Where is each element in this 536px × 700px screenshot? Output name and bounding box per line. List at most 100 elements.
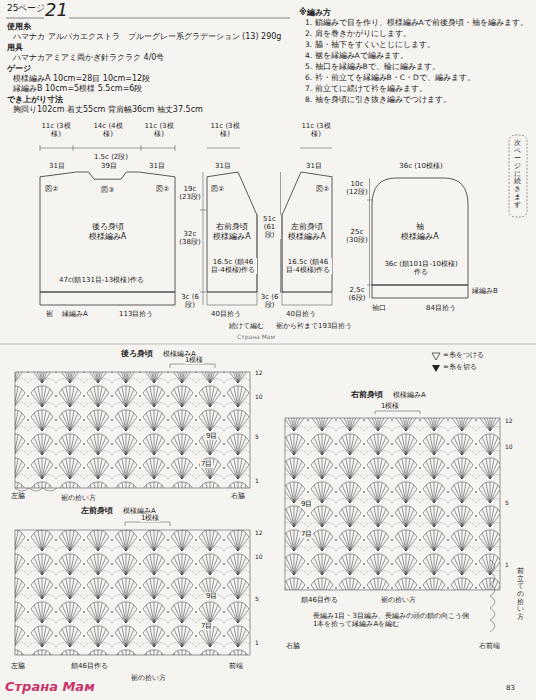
label-text: 9目 (205, 432, 218, 440)
label-text: 3c (6段) (178, 293, 202, 309)
label-text: 後ろ身頃 (120, 349, 154, 358)
legend-text: =糸を切る (442, 363, 478, 371)
label-text: 31目 (214, 162, 232, 170)
label-text: 84目拾う (425, 304, 457, 312)
label-text: 36c (鎖101目-10模様)作る (380, 260, 462, 276)
garment-piece: 袖口縁編みB (372, 285, 468, 298)
label-text: 1 (504, 562, 510, 569)
label-text: 図② (44, 185, 59, 193)
label-text: 5 (254, 434, 260, 441)
label-text: 31目 (305, 162, 323, 170)
label-text: 模様編みA (392, 391, 427, 399)
label-text: 21 (44, 0, 69, 21)
label-text: 10 (504, 444, 514, 451)
label-text: 19c (23段) (178, 185, 202, 201)
label-text: 7. 前立てに続けて衿を編みます。 (304, 85, 428, 94)
label-text: 51c (61段) (258, 215, 281, 239)
label-text: 40目拾う (285, 310, 317, 318)
label-text: 113目拾う (118, 310, 154, 318)
piece-name: 左前身頃 (291, 222, 323, 232)
label-text: 右前端 (478, 642, 501, 650)
label-text: 25ページ (6, 3, 46, 13)
label-text: 6. 衿・前立てを縁編みB・C・Dで、編みます。 (304, 74, 476, 83)
label-text: 左前身頃 (80, 506, 114, 515)
garment-piece: 裾縁編みA (40, 292, 175, 305)
label-text: 31目 (148, 162, 166, 170)
label-text: 11c (3模様) (300, 122, 332, 138)
label-text: 裾の拾い方 (380, 596, 417, 604)
label-text: 2.5c (6段) (345, 286, 369, 302)
label-text: 裾の拾い方 (60, 494, 97, 502)
label-text: 1 (254, 478, 260, 485)
label-text: 31目 (48, 162, 66, 170)
label-text: 7目 (200, 622, 213, 630)
label-text: 裾の拾い方 (130, 674, 167, 682)
label-text: 模様編みA 10cm=28目 10cm=12段 (12, 74, 151, 83)
label-text: 裾から衿まで193目拾う (275, 322, 353, 330)
label-text: 1 (254, 640, 260, 647)
label-text: でき上がり寸法 (6, 95, 64, 104)
label-text: 9目 (205, 592, 218, 600)
label-text: ゲージ (6, 64, 32, 73)
stitch-name: 模様編みA (213, 232, 250, 242)
label-text: 長編み1目・3目編み、長編みの頭の鎖の向こう側1本を拾って縁編みAを編む (312, 612, 474, 628)
watermark: Страна Мам (236, 334, 276, 341)
label-text: 8. 袖を身頃に引き抜き編みでつけます。 (304, 96, 452, 105)
label-text: 1模様 (184, 356, 204, 364)
label-text: 図② (155, 185, 170, 193)
label-text: 12 (254, 530, 264, 537)
label-text: 5 (254, 596, 260, 603)
label-text: 47c(鎖131目-13模様)作る (58, 276, 145, 284)
stitch-name: 縁編みB (472, 287, 498, 295)
label-text: 10c (12段) (345, 180, 369, 196)
label-text: 25c (30段) (345, 228, 369, 244)
label-text: 続けて編む (228, 322, 265, 330)
label-text: 用具 (6, 43, 24, 52)
label-text: 右脇 (230, 492, 246, 500)
label-text: 縁編みB 10cm=5模様 5.5cm=6段 (12, 84, 143, 93)
piece-name: 袖 (416, 222, 424, 232)
piece-name: 右前身頃 (216, 222, 248, 232)
label-text: 11c (3模様) (40, 122, 72, 138)
legend-text: =糸をつける (442, 351, 485, 359)
label-text: 3. 脇・袖下をすくいとじにします。 (304, 41, 436, 50)
label-text: 鎖46目作る (300, 596, 339, 604)
label-text: ハマナカ アルパカエクストラ ブルーグレー系グラデーション (13) 290g (12, 32, 282, 41)
label-text: ※編み方 (298, 8, 332, 17)
label-text: 図③ (100, 186, 115, 194)
label-text: 次ページに続きます (513, 140, 522, 209)
label-text: 左脇 (10, 492, 26, 500)
label-text: 14c (4模様) (92, 122, 124, 138)
label-text: 1模様 (380, 402, 400, 410)
piece-name: 後ろ身頃 (92, 222, 124, 232)
label-text: 10 (254, 554, 264, 561)
label-text: 7目 (300, 530, 313, 538)
label-text: 右前身頃 (350, 390, 384, 399)
label-text: ハマナカアミアミ両かぎ針ラクラク 4/0号 (12, 53, 165, 62)
label-text: 10 (254, 394, 264, 401)
piece-outline (372, 285, 468, 298)
label-text: 12 (254, 370, 264, 377)
watermark: Страна Мам (4, 680, 96, 695)
label-text: 5 (504, 500, 510, 507)
label-text: 鎖46目作る (70, 662, 109, 670)
label-text: 1模様 (140, 514, 160, 522)
label-text: 16.5c (鎖46目-4模様)作る (284, 258, 332, 274)
label-text: 使用糸 (6, 22, 32, 31)
stitch-name: 縁編みA (62, 310, 88, 318)
label-text: 32c (38段) (178, 230, 202, 246)
label-text: 12 (504, 418, 514, 425)
label-text: 11c (3模様) (209, 122, 241, 138)
label-text: 39目 (100, 162, 118, 170)
stitch-name: 模様編みA (288, 232, 325, 242)
label-text: 7目 (200, 460, 213, 468)
label-text: 5. 袖口を縁編みBで、輪に編みます。 (304, 63, 441, 72)
label-text: 36c (10模様) (395, 162, 447, 170)
label-text: 40目拾う (210, 310, 242, 318)
label-text: 11c (3模様) (143, 122, 175, 138)
label-text: 9目 (300, 500, 313, 508)
piece-name: 裾 (46, 310, 53, 318)
label-text: 図② (210, 185, 225, 193)
label-text: 83 (505, 684, 516, 692)
